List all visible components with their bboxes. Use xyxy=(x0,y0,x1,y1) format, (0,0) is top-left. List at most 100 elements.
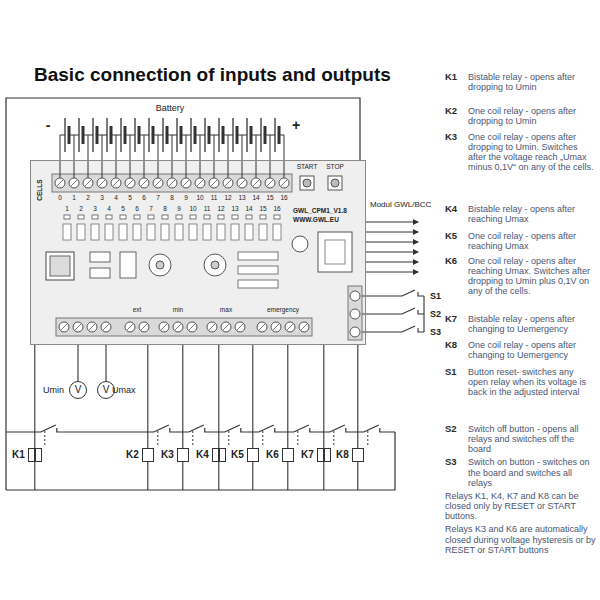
screw-terminal xyxy=(153,178,163,188)
module-wire xyxy=(366,222,418,223)
screw-slot xyxy=(61,324,67,330)
relay-name: K2 xyxy=(126,450,139,460)
terminal-number: 5 xyxy=(128,194,132,201)
screw-slot xyxy=(175,324,181,330)
frame-wire xyxy=(6,98,360,490)
relay-coil xyxy=(282,448,294,462)
key-name: K3 xyxy=(445,132,457,143)
led-number: 12 xyxy=(217,205,224,212)
battery-label: Battery xyxy=(156,103,185,113)
battery-plate xyxy=(274,118,275,152)
screw-slot xyxy=(127,180,133,186)
bistable-relay-coil xyxy=(212,448,226,462)
battery-wire xyxy=(125,135,130,136)
component xyxy=(238,266,278,274)
led-number: 4 xyxy=(107,205,111,212)
battery-wire xyxy=(116,135,121,136)
key-name: S3 xyxy=(445,457,457,468)
screw-terminal xyxy=(223,178,233,188)
cell-wire xyxy=(242,135,243,178)
relay-unit: K5 xyxy=(231,448,259,462)
cell-wire xyxy=(144,135,145,178)
battery-wire xyxy=(139,135,144,136)
button-cap xyxy=(303,179,311,187)
resistor xyxy=(63,224,71,240)
led xyxy=(134,215,140,219)
switch-symbol xyxy=(362,326,424,332)
resistor xyxy=(217,224,225,240)
led-number: 5 xyxy=(121,205,125,212)
screw-terminal xyxy=(159,322,169,332)
screw-terminal xyxy=(181,178,191,188)
screw-slot xyxy=(287,324,293,330)
module-name: Modul GWL/BCC xyxy=(370,200,431,209)
meter-name: Umin xyxy=(43,385,64,395)
screw-terminal xyxy=(257,322,267,332)
battery-wire xyxy=(214,135,219,136)
module-socket-inner xyxy=(325,240,345,264)
mechanical-link xyxy=(333,431,334,446)
battery-plate xyxy=(120,118,121,152)
battery-wire xyxy=(102,135,107,136)
battery-wire xyxy=(186,135,191,136)
led xyxy=(218,215,224,219)
component xyxy=(238,252,278,260)
terminal-number: 8 xyxy=(170,194,174,201)
board-parts xyxy=(46,174,362,340)
screw-slot xyxy=(127,324,133,330)
screw-terminal xyxy=(350,309,360,319)
mechanical-link xyxy=(297,431,298,446)
terminal-number: 9 xyxy=(184,194,188,201)
capacitor xyxy=(292,236,308,252)
terminal-number: 11 xyxy=(211,194,218,201)
battery-wire xyxy=(130,135,135,136)
terminal-number: 12 xyxy=(224,194,231,201)
chip xyxy=(46,252,74,280)
battery-wire xyxy=(256,135,261,136)
connector-wire xyxy=(323,345,324,448)
key-name: K6 xyxy=(445,256,457,267)
relay-unit: K6 xyxy=(266,448,294,462)
led xyxy=(204,215,210,219)
screw-terminal xyxy=(350,291,360,301)
button-name: STOP xyxy=(326,163,344,170)
terminal-number: 15 xyxy=(266,194,273,201)
connector-wire xyxy=(147,345,148,448)
resistor xyxy=(273,224,281,240)
resistor xyxy=(231,224,239,240)
cell-wire xyxy=(102,135,103,178)
screw-slot xyxy=(209,324,215,330)
battery-wire xyxy=(270,135,275,136)
battery-plate xyxy=(106,118,107,152)
resistor xyxy=(133,224,141,240)
terminal-strip xyxy=(56,318,312,336)
relay-coil xyxy=(142,448,154,462)
battery-wire xyxy=(209,135,214,136)
key-description: Bistable relay - opens after changing to… xyxy=(468,314,596,334)
screw-slot xyxy=(89,324,95,330)
screw-slot xyxy=(75,324,81,330)
circuit-board: GWL_CPM1_V1.8WWW.GWL.EU xyxy=(30,160,366,345)
cell-wire xyxy=(228,135,229,178)
connector-wire xyxy=(77,345,78,381)
module-wire xyxy=(366,232,418,233)
battery-wire xyxy=(172,135,177,136)
mechanical-link xyxy=(228,431,229,446)
key-description: One coil relay - opens after reaching Um… xyxy=(468,256,596,297)
screw-terminal xyxy=(167,178,177,188)
screw-terminal xyxy=(101,322,111,332)
module-socket xyxy=(318,232,352,272)
screw-slot xyxy=(141,324,147,330)
screw-slot xyxy=(85,180,91,186)
battery-plate xyxy=(64,118,65,152)
connector-wire xyxy=(182,345,183,448)
cell-wire xyxy=(172,135,173,178)
screw-slot xyxy=(141,180,147,186)
battery-wire xyxy=(144,135,149,136)
led-number: 2 xyxy=(79,205,83,212)
potentiometer xyxy=(204,254,226,276)
screw-slot xyxy=(267,180,273,186)
screw-slot xyxy=(113,180,119,186)
note-text: Relays K3 and K6 are automatically close… xyxy=(445,524,596,554)
terminal-group-name: ext xyxy=(133,306,142,313)
